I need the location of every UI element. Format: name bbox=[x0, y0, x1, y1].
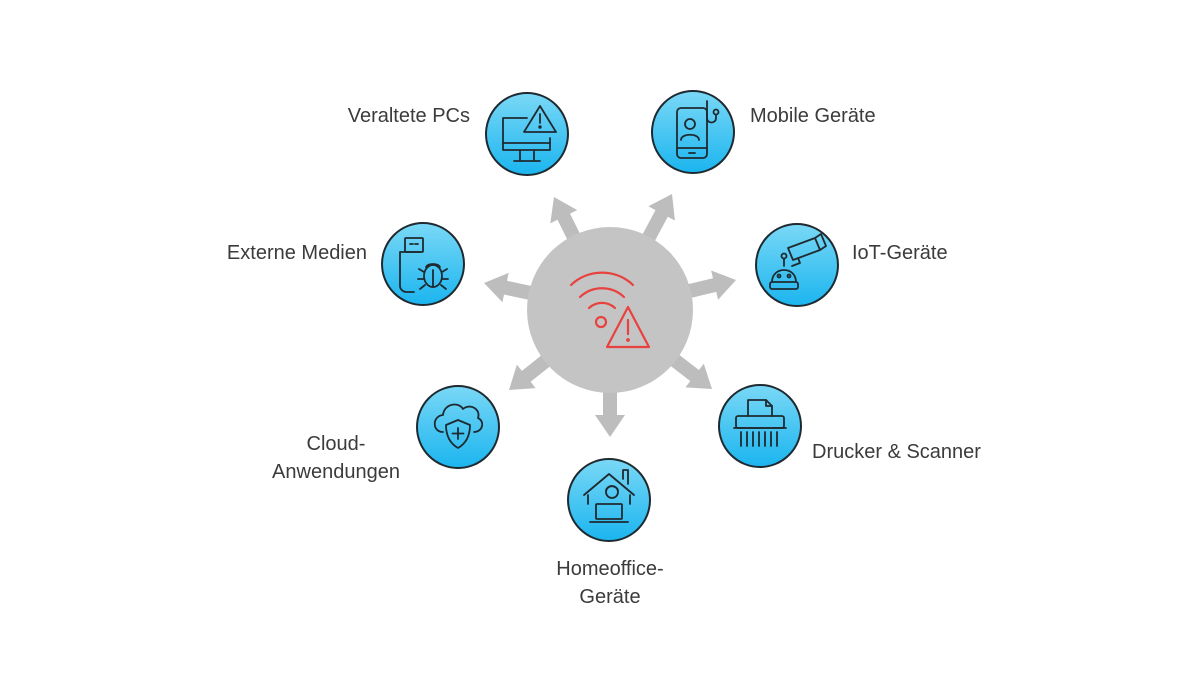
node-iot-geraete bbox=[755, 223, 839, 307]
label-homeoffice-geraete: Homeoffice- Geräte bbox=[556, 558, 664, 608]
camera-robot-icon bbox=[769, 233, 827, 290]
arrow-homeoffice-geraete bbox=[595, 350, 625, 437]
node-externe-medien bbox=[381, 222, 465, 306]
central-hub bbox=[527, 227, 693, 393]
wifi-warning-icon bbox=[569, 271, 651, 349]
label-externe-medien: Externe Medien bbox=[226, 242, 367, 264]
label-iot-geraete: IoT-Geräte bbox=[852, 242, 948, 264]
node-homeoffice-geraete bbox=[567, 458, 651, 542]
label-mobile-geraete: Mobile Geräte bbox=[750, 105, 876, 127]
label-veraltete-pcs: Veraltete PCs bbox=[347, 105, 470, 127]
label-drucker-scanner: Drucker & Scanner bbox=[812, 441, 981, 463]
home-laptop-icon bbox=[583, 469, 635, 523]
node-veraltete-pcs bbox=[485, 92, 569, 176]
shredder-printer-icon bbox=[733, 399, 787, 447]
usb-bug-icon bbox=[399, 237, 449, 293]
cloud-shield-icon bbox=[433, 403, 484, 449]
node-drucker-scanner bbox=[718, 384, 802, 468]
smartphone-user-icon bbox=[676, 100, 720, 159]
label-cloud-anwendungen: Cloud- Anwendungen bbox=[272, 433, 400, 483]
node-mobile-geraete bbox=[651, 90, 735, 174]
monitor-warning-icon bbox=[502, 105, 557, 162]
node-cloud-anwendungen bbox=[416, 385, 500, 469]
